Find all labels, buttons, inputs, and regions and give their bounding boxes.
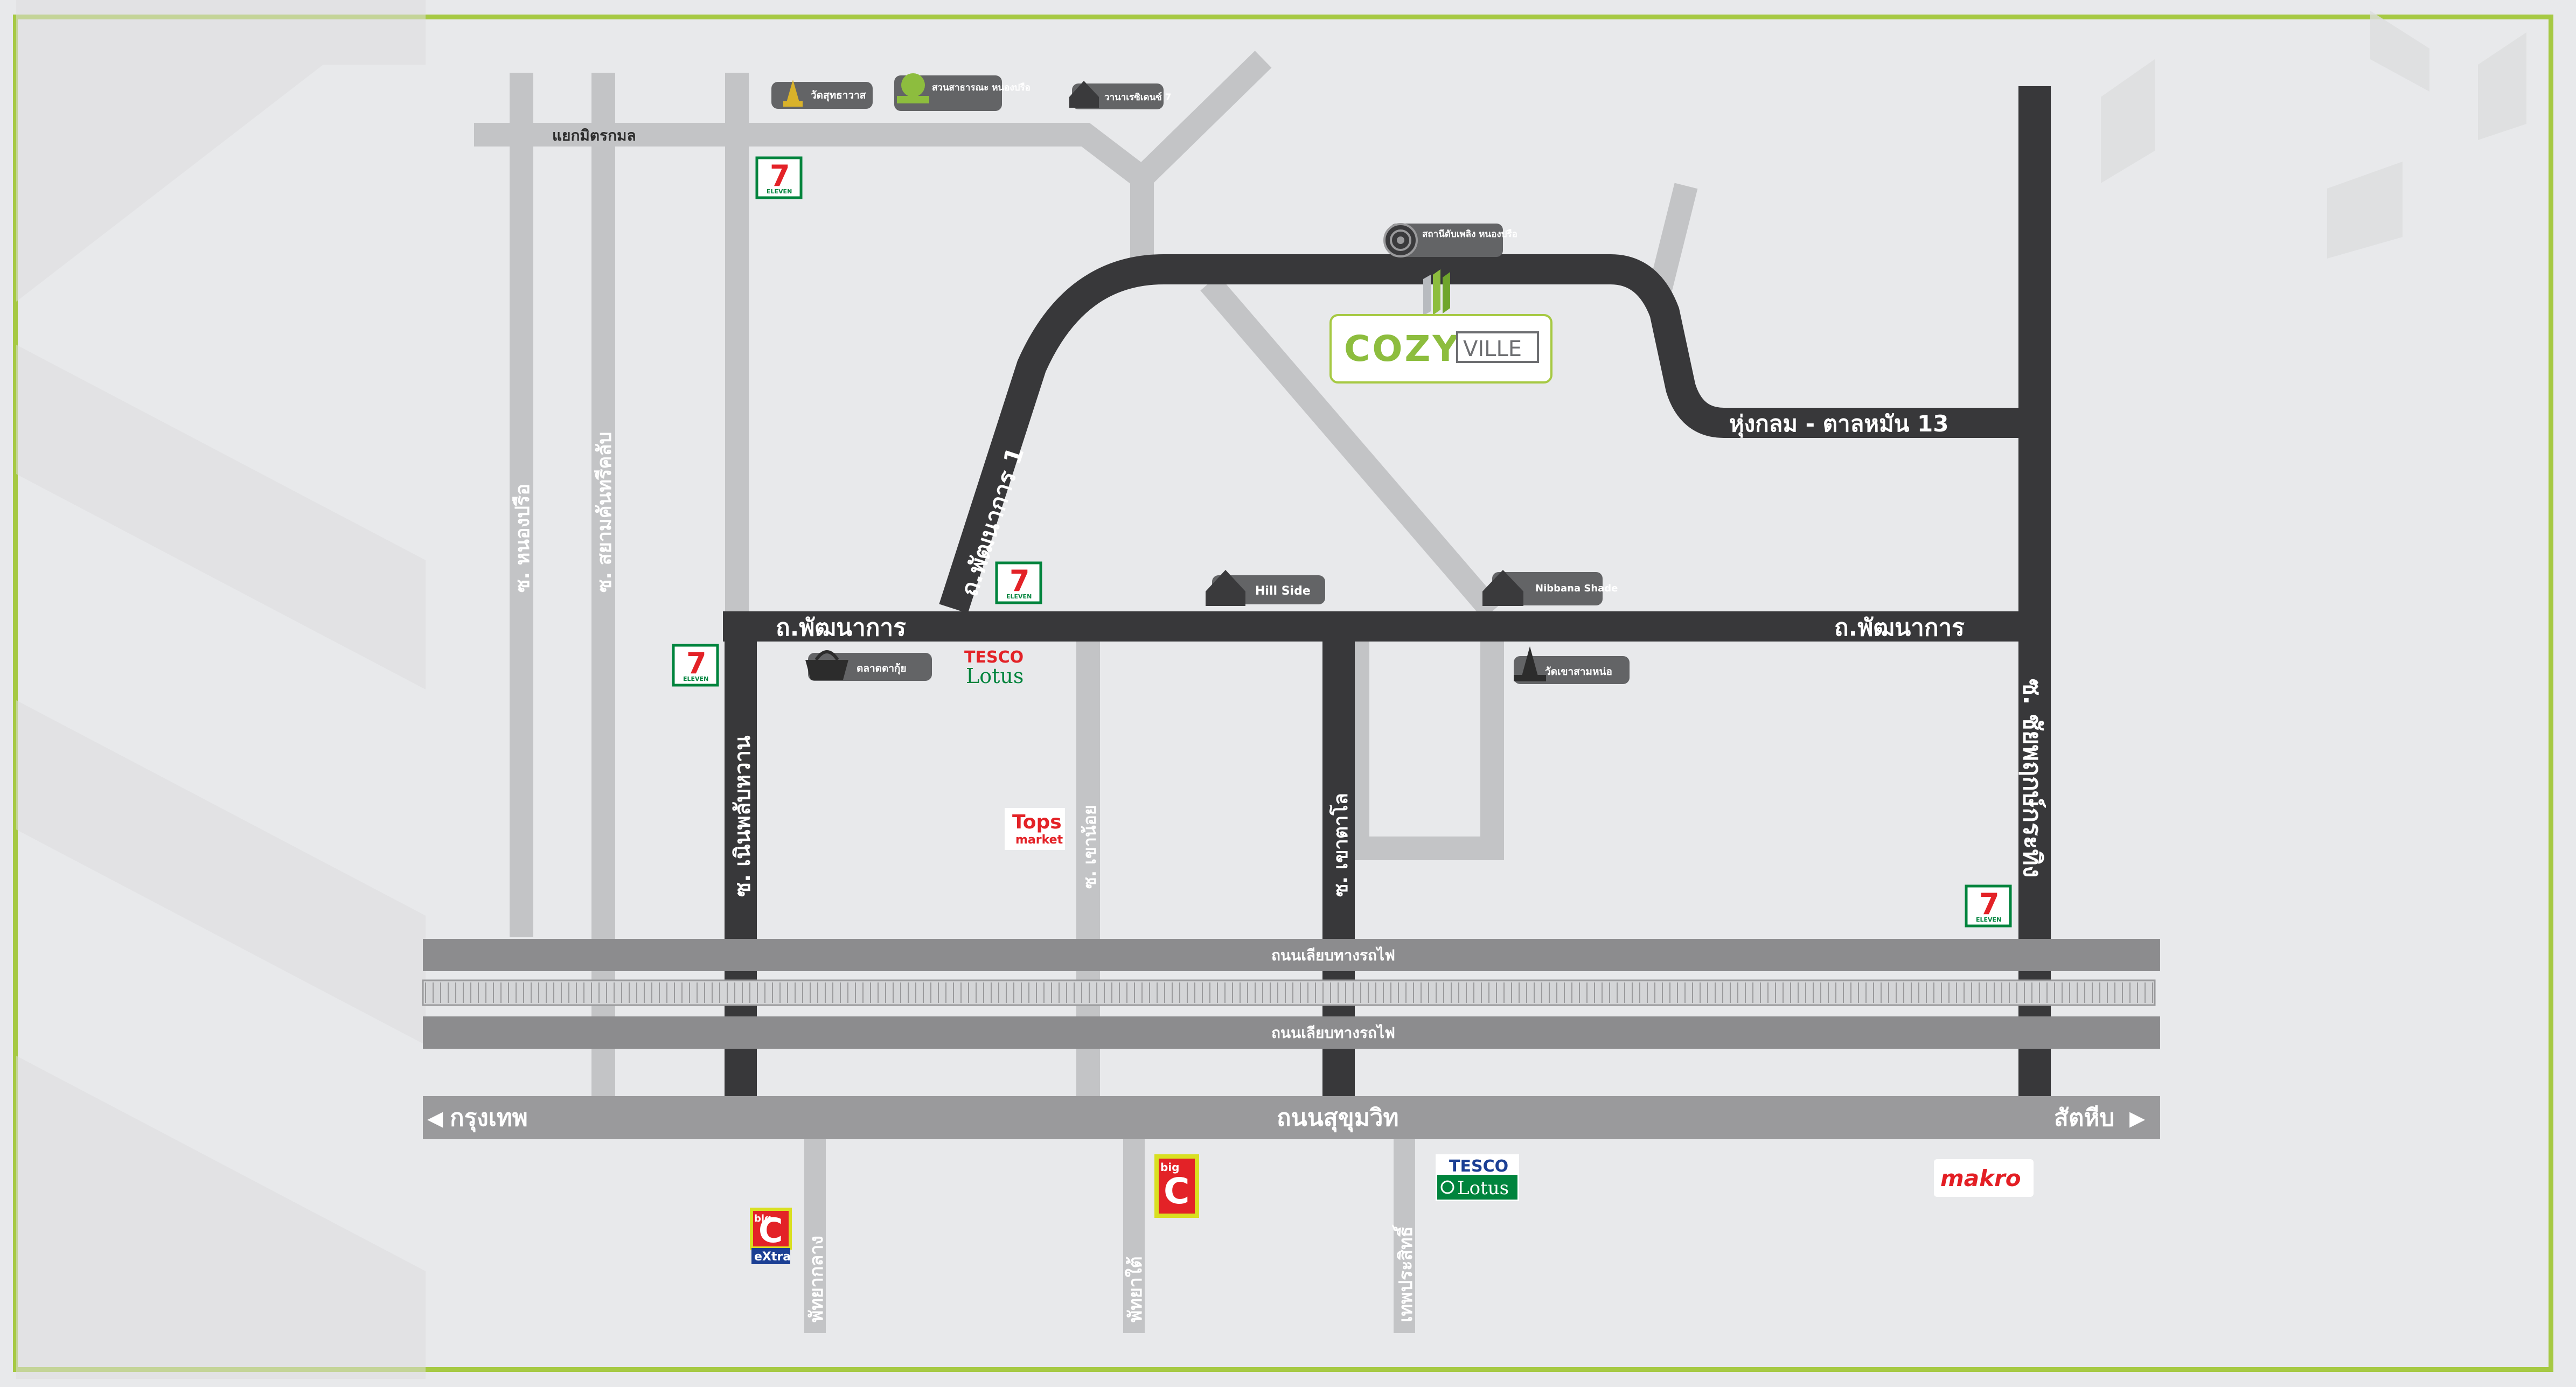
minor-roads — [474, 51, 1698, 1333]
svg-text:TESCO: TESCO — [964, 648, 1024, 667]
road-labels: แยกมิตรกมล ซ. หนองปรือ ซ. สยามคันทรีคลับ… — [427, 127, 2146, 1322]
temple-icon — [786, 80, 799, 102]
label-yaek-mitsamphan: แยกมิตรกมล — [552, 127, 636, 144]
label-sukhumvit: ถนนสุขุมวิท — [1277, 1104, 1398, 1133]
railway-track — [422, 979, 2156, 1006]
svg-text:eXtra: eXtra — [754, 1250, 791, 1264]
hill-side-marker: Hill Side — [1206, 570, 1325, 606]
svg-text:7: 7 — [686, 646, 707, 680]
bigc-extra-logo: C big eXtra — [749, 1207, 793, 1266]
seven-eleven-logo-right: 7 ELEVEN — [1965, 884, 2012, 928]
house-icon — [1206, 570, 1245, 606]
svg-text:makro: makro — [1940, 1165, 2021, 1191]
svg-text:วัดเขาสามหน่อ: วัดเขาสามหน่อ — [1545, 666, 1612, 678]
points-of-interest: วัดสุทธาวาส สวนสาธารณะ หนองปรือ วานาเรซิ… — [771, 73, 1630, 684]
label-rail-frontage-bottom: ถนนเลียบทางรถไฟ — [1271, 1024, 1395, 1042]
bigc-logo: big C — [1154, 1154, 1200, 1218]
project-name-cozy: COZY — [1344, 328, 1460, 370]
label-pattaya-tai: พัทยาใต้ — [1124, 1256, 1146, 1322]
svg-text:7: 7 — [770, 159, 790, 193]
label-to-sattahip: สัตหีบ — [2054, 1104, 2114, 1132]
svg-text:7: 7 — [1009, 564, 1030, 598]
rail-corridor — [422, 939, 2160, 1049]
svg-text:ELEVEN: ELEVEN — [683, 675, 708, 682]
fire-station-marker: สถานีดับเพลิง หนองปรือ — [1383, 223, 1517, 257]
left-arrow-icon: ◀ — [427, 1106, 443, 1130]
svg-text:สวนสาธารณะ หนองปรือ: สวนสาธารณะ หนองปรือ — [932, 82, 1031, 93]
svg-text:Nibbana Shade: Nibbana Shade — [1535, 583, 1618, 594]
label-thepprasit: เทพประสิทธิ์ — [1392, 1224, 1417, 1322]
svg-text:7: 7 — [1979, 887, 2000, 921]
label-hunklom: หุ่งกลม - ตาลหมัน 13 — [1729, 410, 1948, 438]
svg-text:market: market — [1015, 833, 1063, 847]
park-top-marker: สวนสาธารณะ หนองปรือ — [894, 73, 1031, 111]
svg-text:Tops: Tops — [1012, 811, 1062, 833]
svg-text:สถานีดับเพลิง หนองปรือ: สถานีดับเพลิง หนองปรือ — [1422, 228, 1517, 240]
label-pattaya-klang: พัทยากลาง — [806, 1236, 827, 1322]
svg-text:วานาเรซิเดนซ์ 7: วานาเรซิเดนซ์ 7 — [1104, 92, 1172, 103]
seven-eleven-logo-pattanakarn1: 7 ELEVEN — [995, 561, 1042, 604]
label-soi-siam-country: ซ. สยามคันทรีคลับ — [594, 432, 616, 593]
svg-text:ELEVEN: ELEVEN — [1006, 593, 1032, 600]
house-icon — [1482, 570, 1523, 606]
makro-logo: makro — [1934, 1159, 2034, 1197]
label-soi-nongprue: ซ. หนองปรือ — [512, 484, 534, 593]
svg-text:Lotus: Lotus — [966, 664, 1024, 688]
rail-frontage-road-top — [423, 939, 2160, 971]
sukhumvit-corridor — [423, 1049, 2160, 1139]
svg-text:C: C — [758, 1211, 783, 1250]
label-soi-chaiyapruek: ซ. ชัยพฤกษ์กระทิง — [2018, 679, 2047, 877]
svg-text:Lotus: Lotus — [1457, 1177, 1509, 1199]
sukhumvit-road — [423, 1096, 2160, 1139]
label-soi-khaonoi: ซ. เขาน้อย — [1080, 805, 1100, 889]
label-pattanakarn-left: ถ.พัฒนาการ — [776, 614, 906, 642]
temple-icon — [1522, 646, 1538, 676]
seven-eleven-logo-top: 7 ELEVEN — [755, 156, 803, 199]
svg-text:วัดสุทธาวาส: วัดสุทธาวาส — [811, 89, 866, 102]
road-diagonal — [1200, 275, 1501, 619]
railway-sleepers — [425, 982, 2153, 1003]
brand-logos: 7 ELEVEN 7 ELEVEN 7 ELEVEN 7 ELEVEN TESC… — [672, 156, 2034, 1266]
right-arrow-icon: ▶ — [2129, 1106, 2146, 1130]
tops-market-logo: Tops market — [1005, 808, 1065, 850]
svg-text:big: big — [1160, 1161, 1180, 1174]
lotus-flower-icon — [1440, 1180, 1454, 1194]
road-nibbana-loop — [1346, 611, 1504, 860]
svg-text:TESCO: TESCO — [1449, 1157, 1508, 1176]
temple-top-marker: วัดสุทธาวาส — [771, 80, 873, 109]
svg-text:ELEVEN: ELEVEN — [767, 188, 792, 195]
svg-text:ELEVEN: ELEVEN — [1976, 916, 2001, 923]
tesco-lotus-logo-bottom: TESCO Lotus — [1436, 1154, 1519, 1201]
temple-mid-marker: วัดเขาสามหน่อ — [1514, 646, 1630, 684]
nibbana-shade-marker: Nibbana Shade — [1482, 570, 1618, 606]
road-pattanakarn-1 — [939, 254, 2020, 614]
project-name-ville: VILLE — [1463, 337, 1522, 361]
label-soi-khaotalo: ซ. เขาตาโล — [1329, 793, 1352, 897]
label-pattanakarn-right: ถ.พัฒนาการ — [1834, 614, 1965, 642]
rail-frontage-road-bottom — [423, 1016, 2160, 1049]
house-top-marker: วานาเรซิเดนซ์ 7 — [1069, 81, 1172, 109]
house-icon — [1069, 81, 1099, 108]
svg-text:ตลาดตากุ้ย: ตลาดตากุ้ย — [857, 663, 907, 675]
project-marker: COZY VILLE — [1329, 269, 1552, 384]
market-marker: ตลาดตากุ้ย — [805, 650, 932, 681]
label-to-bangkok: กรุงเทพ — [450, 1104, 528, 1133]
road-yaek-mitsamphan — [474, 51, 1272, 194]
project-name-ville-box — [1456, 331, 1539, 363]
label-rail-frontage-top: ถนนเลียบทางรถไฟ — [1271, 946, 1395, 964]
basket-icon — [805, 660, 848, 680]
label-soi-noenplubwan: ซ. เนินพลับหวาน — [730, 735, 755, 897]
svg-text:Hill Side: Hill Side — [1255, 584, 1311, 598]
background-decoration — [16, 0, 2526, 1379]
tree-icon — [901, 73, 925, 97]
project-leaf-icon — [1423, 269, 1450, 316]
svg-text:big: big — [754, 1213, 771, 1224]
svg-text:C: C — [1164, 1170, 1189, 1212]
seven-eleven-logo-left: 7 ELEVEN — [672, 644, 719, 687]
tesco-lotus-logo-top: TESCO Lotus — [962, 646, 1032, 688]
